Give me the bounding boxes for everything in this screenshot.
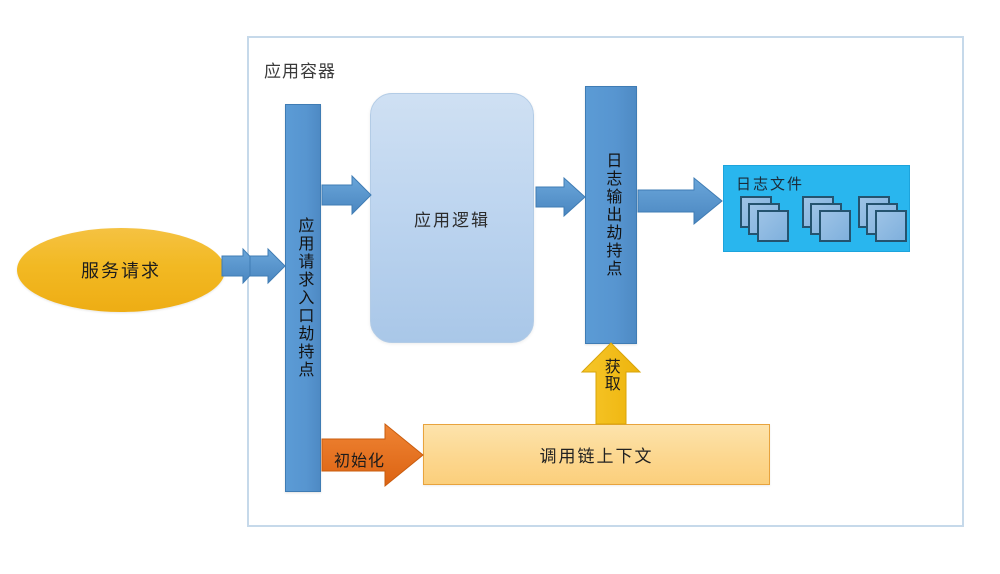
file-icon: [819, 210, 851, 242]
log-output-hook-label: 日志输出劫持点: [603, 152, 621, 278]
fetch-arrow-label: 获取: [601, 358, 619, 392]
request-entry-hook-label: 应用请求入口劫持点: [295, 217, 313, 379]
log-file-stack-1: [740, 196, 794, 242]
log-file-stack-3: [858, 196, 912, 242]
application-logic-label: 应用逻辑: [414, 210, 490, 230]
call-chain-context-node[interactable]: 调用链上下文: [423, 424, 770, 485]
application-container-label: 应用容器: [264, 62, 336, 81]
log-files-label: 日志文件: [736, 176, 805, 193]
initialize-arrow-label: 初始化: [334, 453, 386, 470]
file-icon: [875, 210, 907, 242]
service-request-label: 服务请求: [81, 261, 161, 281]
service-request-node[interactable]: 服务请求: [17, 228, 225, 312]
call-chain-context-label: 调用链上下文: [539, 447, 654, 466]
application-logic-node[interactable]: 应用逻辑: [370, 93, 534, 343]
log-files-node[interactable]: 日志文件: [723, 165, 910, 252]
log-output-hook-node[interactable]: 日志输出劫持点: [585, 86, 637, 344]
log-file-stack-2: [802, 196, 856, 242]
request-entry-hook-node[interactable]: 应用请求入口劫持点: [285, 104, 321, 492]
file-icon: [757, 210, 789, 242]
